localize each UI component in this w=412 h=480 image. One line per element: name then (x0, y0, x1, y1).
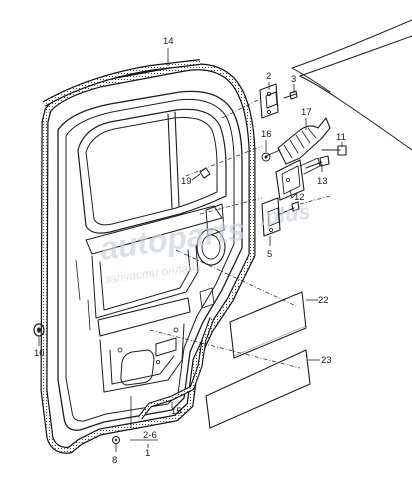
insulation-pad-22 (229, 291, 307, 359)
door-check-strap (261, 117, 331, 165)
watermark-brand: autoparts (98, 211, 247, 267)
label-5: 5 (267, 249, 272, 260)
part-labels: 14 2 3 17 16 11 19 13 12 5 22 10 23 15 2… (34, 36, 346, 466)
label-14: 14 (163, 36, 174, 47)
leader-lines (38, 48, 343, 452)
label-1: 1 (145, 448, 150, 459)
bolt-11 (321, 145, 347, 156)
bolt-13 (305, 155, 330, 169)
lock-bracket (275, 157, 321, 201)
label-17: 17 (301, 107, 312, 118)
screw-8 (111, 435, 121, 445)
label-2-6: 2-6 (143, 430, 157, 441)
assembly-lines (149, 99, 331, 369)
label-3: 3 (291, 74, 296, 85)
label-16: 16 (261, 129, 272, 140)
label-11: 11 (336, 132, 346, 143)
door-seal-outer (40, 63, 256, 454)
insulation-pad-23 (205, 349, 311, 429)
clip-19 (199, 167, 211, 179)
vehicle-body-outline (291, 19, 412, 151)
label-13: 13 (317, 176, 328, 187)
watermark-tld: .plus (258, 198, 312, 230)
grommet-10 (33, 323, 45, 337)
upper-hinge (259, 83, 279, 119)
label-15: 15 (171, 406, 182, 417)
door-panel (57, 90, 243, 431)
label-23: 23 (321, 355, 332, 366)
watermark: autoparts .plus запчасти онлайн (98, 198, 312, 286)
roof-seal-strip (42, 59, 201, 107)
label-19: 19 (181, 176, 192, 187)
label-10: 10 (34, 348, 45, 359)
label-2: 2 (266, 71, 271, 82)
label-12: 12 (294, 192, 305, 203)
lower-hinge (261, 197, 300, 237)
label-22: 22 (318, 295, 329, 306)
hinge-bolt (283, 90, 298, 100)
lower-seal-strip (138, 317, 215, 420)
label-8: 8 (112, 455, 117, 466)
